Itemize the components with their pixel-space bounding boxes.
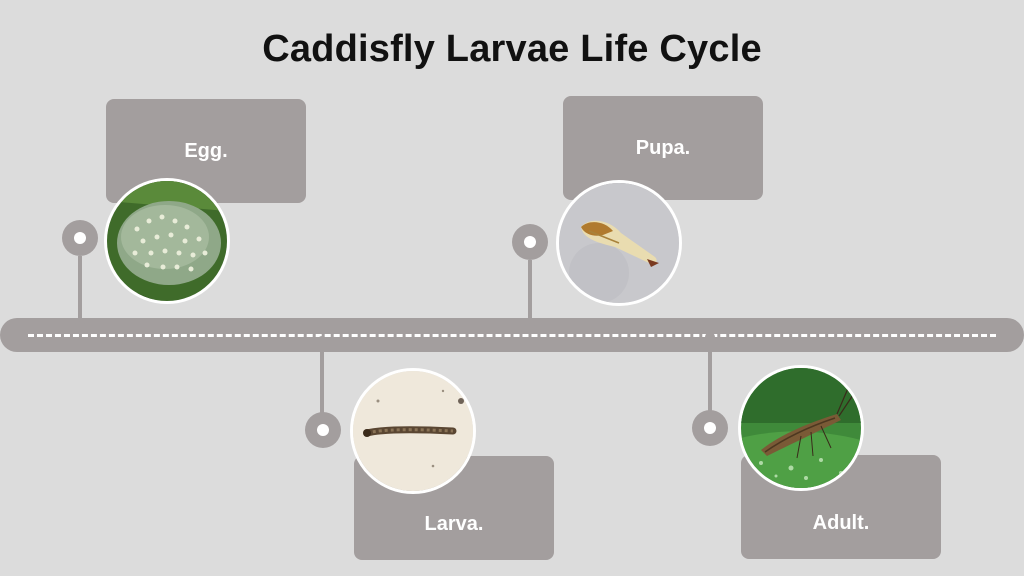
egg-mass-photo: [104, 178, 230, 304]
pupa-connector-stem: [528, 260, 532, 326]
egg-stage-card: Egg.: [106, 99, 306, 203]
pupa-stage-card: Pupa.: [563, 96, 763, 200]
adult-caddisfly-photo: [738, 365, 864, 491]
diagram-title: Caddisfly Larvae Life Cycle: [262, 28, 762, 70]
egg-stage-label: Egg.: [184, 139, 228, 162]
pupa-timeline-node: [512, 224, 548, 260]
timeline-dashed-line: [28, 334, 996, 337]
larva-photo: [350, 368, 476, 494]
egg-connector-knob: [75, 321, 85, 331]
larva-stage-label: Larva.: [424, 512, 484, 535]
larva-connector-knob: [317, 336, 327, 346]
larva-connector-stem: [320, 342, 324, 414]
pupa-photo: [556, 180, 682, 306]
egg-connector-stem: [78, 256, 82, 326]
adult-connector-stem: [708, 338, 712, 414]
adult-stage-label: Adult.: [812, 511, 870, 534]
larva-timeline-node: [305, 412, 341, 448]
egg-timeline-node: [62, 220, 98, 256]
pupa-stage-label: Pupa.: [635, 136, 691, 159]
timeline-bar: [0, 318, 1024, 352]
adult-timeline-node: [692, 410, 728, 446]
pupa-connector-knob: [525, 323, 535, 333]
adult-connector-knob: [705, 332, 715, 342]
